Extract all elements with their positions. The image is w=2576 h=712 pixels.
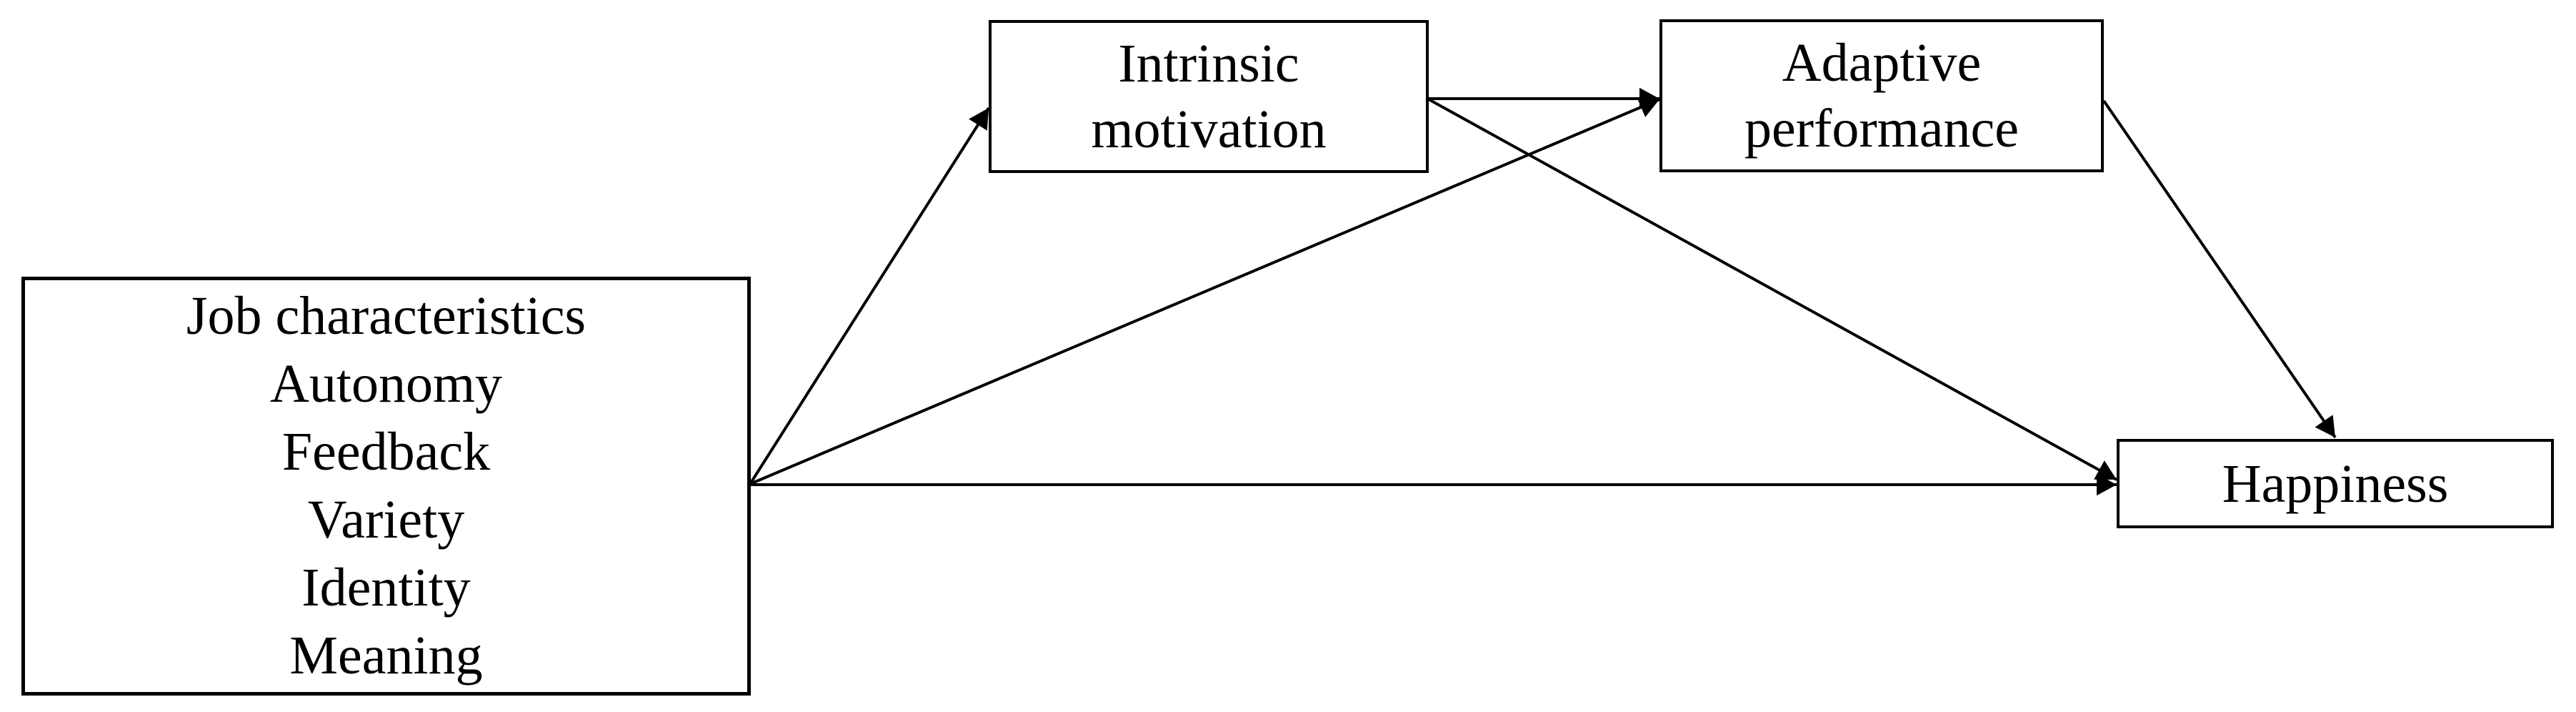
node-label-line: Autonomy <box>269 354 503 414</box>
node-label-line: motivation <box>1091 99 1327 159</box>
node-label-line: Intrinsic <box>1118 34 1299 94</box>
node-label-line: Feedback <box>281 422 491 482</box>
node-label-line: Variety <box>307 490 465 550</box>
node-label-line: Happiness <box>2222 453 2449 514</box>
node-adaptive-performance: Adaptive performance <box>1659 19 2104 172</box>
edge-adaptive-performance-to-happiness <box>2102 99 2337 439</box>
node-label-line: Job characteristics <box>186 286 586 346</box>
node-happiness: Happiness <box>2117 439 2554 528</box>
node-label-line: Adaptive <box>1782 33 1982 93</box>
node-label-line: performance <box>1744 99 2019 159</box>
edge-intrinsic-motivation-to-happiness <box>1428 98 2117 481</box>
edge-job-characteristics-to-adaptive-performance <box>749 97 1660 485</box>
node-intrinsic-motivation: Intrinsic motivation <box>989 20 1429 173</box>
node-label-line: Meaning <box>289 626 483 686</box>
edge-group <box>749 87 2337 496</box>
edge-job-characteristics-to-intrinsic-motivation <box>749 107 990 485</box>
node-label-line: Identity <box>301 558 471 618</box>
node-job-characteristics: Job characteristics Autonomy Feedback Va… <box>21 277 751 696</box>
